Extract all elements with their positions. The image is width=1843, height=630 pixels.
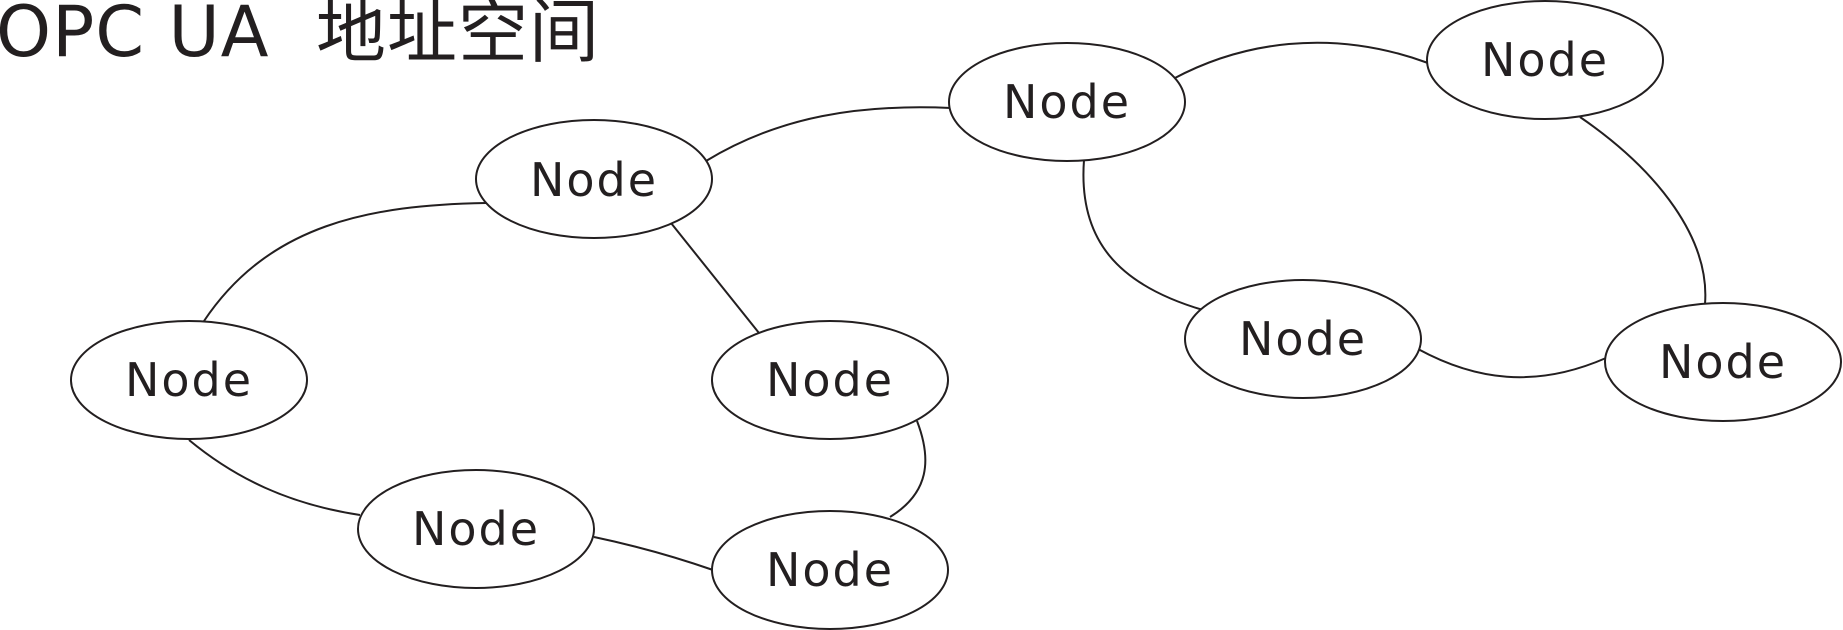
edge-node-center-right-to-node-bottom-right [889,420,927,518]
node-ellipse [1184,279,1422,399]
node-label: Node [125,353,253,407]
node-ellipse [357,469,595,589]
edge-node-top-right-to-node-far-right [1579,116,1707,305]
node-ellipse [475,119,713,239]
node-ellipse [70,320,308,440]
graph-node: Node [1604,302,1842,422]
node-label: Node [530,153,658,207]
edge-node-top-center-to-node-right-middle [1082,159,1204,311]
edge-node-top-center-to-node-top-right [1172,41,1429,80]
node-label: Node [766,353,894,407]
edge-node-top-left-to-node-center-right [670,222,760,334]
edge-node-top-left-to-node-top-center [705,106,952,162]
node-ellipse [1604,302,1842,422]
node-label: Node [1659,335,1787,389]
node-label: Node [1239,312,1367,366]
graph-node: Node [1426,0,1664,120]
graph-node: Node [711,320,949,440]
graph-node: Node [1184,279,1422,399]
graph-node: Node [70,320,308,440]
node-label: Node [766,543,894,597]
edges [188,41,1707,571]
node-ellipse [948,42,1186,162]
node-ellipse [711,320,949,440]
node-label: Node [1481,33,1609,87]
edge-node-lower-center-to-node-bottom-right [593,536,714,571]
node-ellipse [711,510,949,630]
edge-node-right-middle-to-node-far-right [1417,348,1607,379]
diagram-title: OPC UA 地址空间 [0,0,601,73]
edge-node-top-left-to-node-left [203,202,487,322]
node-label: Node [412,502,540,556]
graph-node: Node [711,510,949,630]
node-ellipse [1426,0,1664,120]
graph-node: Node [357,469,595,589]
graph-node: Node [475,119,713,239]
node-label: Node [1003,75,1131,129]
graph-node: Node [948,42,1186,162]
edge-node-left-to-node-lower-center [188,439,361,516]
